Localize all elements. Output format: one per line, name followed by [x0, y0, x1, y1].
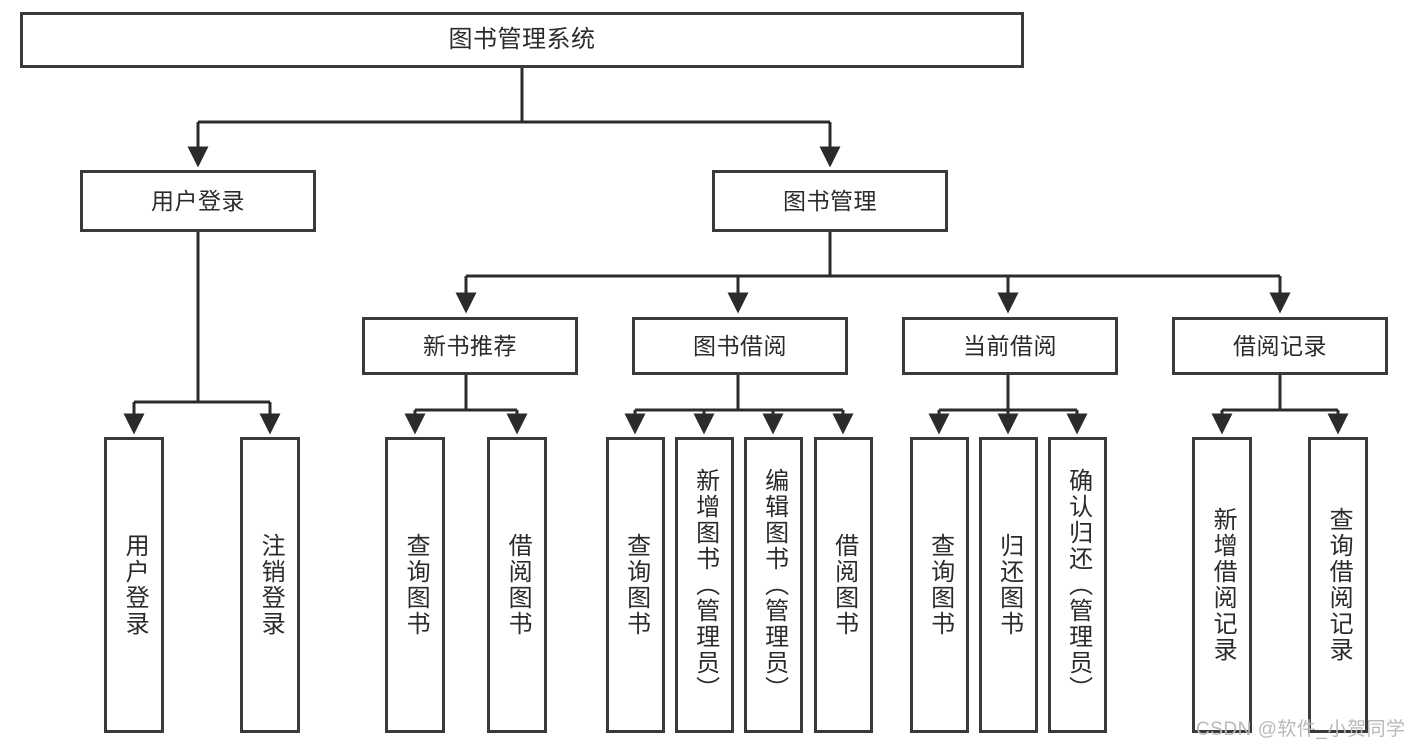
- leaf-query-book-3-label: 查询图书: [926, 533, 954, 637]
- leaf-confirm-return-label: 确认归还（管理员）: [1064, 468, 1092, 702]
- leaf-add-book[interactable]: 新增图书（管理员）: [675, 437, 734, 733]
- node-user-login-label: 用户登录: [151, 187, 245, 214]
- node-book-manage[interactable]: 图书管理: [712, 170, 948, 232]
- node-current-borrow-label: 当前借阅: [963, 332, 1057, 359]
- node-borrow-record[interactable]: 借阅记录: [1172, 317, 1388, 375]
- node-root-label: 图书管理系统: [448, 26, 596, 53]
- leaf-logout-label: 注销登录: [257, 533, 285, 637]
- leaf-query-book-2-label: 查询图书: [622, 533, 650, 637]
- node-book-borrow[interactable]: 图书借阅: [632, 317, 848, 375]
- node-book-borrow-label: 图书借阅: [693, 332, 787, 359]
- leaf-add-record-label: 新增借阅记录: [1209, 507, 1237, 663]
- leaf-query-record[interactable]: 查询借阅记录: [1308, 437, 1368, 733]
- leaf-borrow-book-1-label: 借阅图书: [504, 533, 532, 637]
- leaf-edit-book[interactable]: 编辑图书（管理员）: [744, 437, 803, 733]
- node-root[interactable]: 图书管理系统: [20, 12, 1024, 68]
- leaf-user-login[interactable]: 用户登录: [104, 437, 164, 733]
- leaf-edit-book-label: 编辑图书（管理员）: [760, 468, 788, 702]
- leaf-return-book[interactable]: 归还图书: [979, 437, 1038, 733]
- leaf-borrow-book-1[interactable]: 借阅图书: [487, 437, 547, 733]
- leaf-logout[interactable]: 注销登录: [240, 437, 300, 733]
- leaf-add-book-label: 新增图书（管理员）: [691, 468, 719, 702]
- node-current-borrow[interactable]: 当前借阅: [902, 317, 1118, 375]
- node-new-book-recommend[interactable]: 新书推荐: [362, 317, 578, 375]
- leaf-user-login-label: 用户登录: [121, 533, 149, 637]
- csdn-watermark: CSDN @软件_小贺同学: [1196, 714, 1405, 741]
- node-borrow-record-label: 借阅记录: [1233, 332, 1327, 359]
- node-book-manage-label: 图书管理: [783, 187, 877, 214]
- leaf-add-record[interactable]: 新增借阅记录: [1192, 437, 1252, 733]
- leaf-borrow-book-2-label: 借阅图书: [830, 533, 858, 637]
- node-user-login[interactable]: 用户登录: [80, 170, 316, 232]
- leaf-query-book-1[interactable]: 查询图书: [385, 437, 445, 733]
- leaf-borrow-book-2[interactable]: 借阅图书: [814, 437, 873, 733]
- leaf-query-book-3[interactable]: 查询图书: [910, 437, 969, 733]
- leaf-query-book-1-label: 查询图书: [402, 533, 430, 637]
- leaf-query-record-label: 查询借阅记录: [1325, 507, 1353, 663]
- leaf-confirm-return[interactable]: 确认归还（管理员）: [1048, 437, 1107, 733]
- leaf-query-book-2[interactable]: 查询图书: [606, 437, 665, 733]
- csdn-watermark-text: CSDN @软件_小贺同学: [1196, 719, 1405, 740]
- node-new-book-recommend-label: 新书推荐: [423, 332, 517, 359]
- leaf-return-book-label: 归还图书: [995, 533, 1023, 637]
